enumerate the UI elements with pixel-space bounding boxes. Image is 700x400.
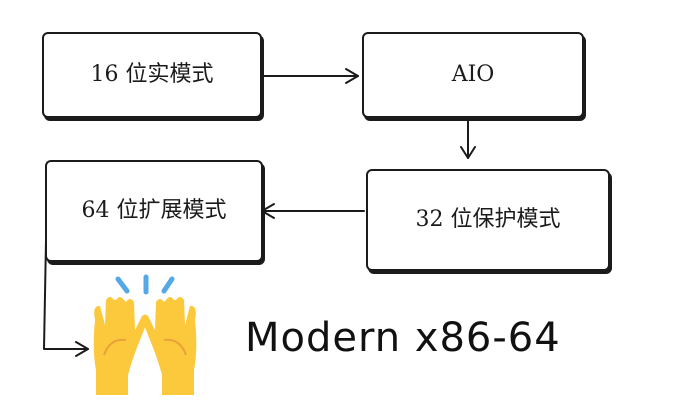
node-real-mode[interactable]: 16 位实模式 — [42, 32, 262, 118]
node-long-mode[interactable]: 64 位扩展模式 — [45, 160, 263, 262]
edge-real-to-aio — [262, 68, 359, 84]
result-label: Modern x86-64 — [245, 315, 561, 361]
node-label: 16 位实模式 — [90, 62, 214, 87]
edge-aio-to-protected — [460, 119, 476, 159]
node-aio[interactable]: AIO — [362, 32, 584, 118]
edge-long-to-modern — [43, 239, 89, 357]
node-label: 32 位保护模式 — [415, 207, 561, 232]
raising-hands-icon — [93, 274, 197, 395]
node-label: 64 位扩展模式 — [81, 198, 227, 223]
edge-protected-to-long — [261, 203, 365, 219]
node-protected-mode[interactable]: 32 位保护模式 — [366, 169, 610, 271]
node-label: AIO — [451, 62, 495, 87]
